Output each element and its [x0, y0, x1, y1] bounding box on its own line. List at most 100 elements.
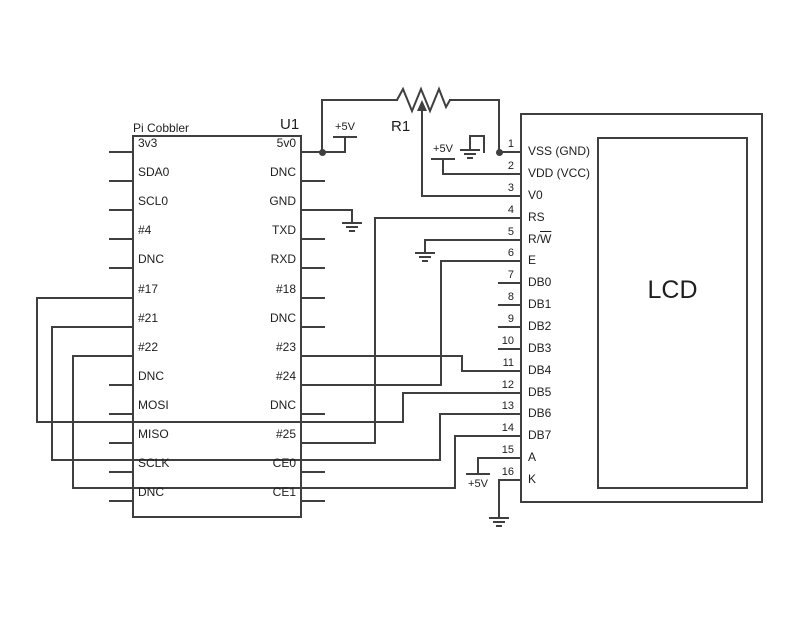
- lcd-pin-number-11: 11: [502, 357, 514, 369]
- wire-segment: [469, 135, 471, 150]
- wire-segment: [374, 217, 521, 219]
- ground-symbol-bar: [489, 517, 509, 519]
- u1-pin-label-3v3: 3v3: [138, 136, 158, 150]
- wire-segment: [36, 297, 38, 423]
- wire-segment: [109, 384, 133, 386]
- lcd-pin-number-4: 4: [507, 204, 514, 216]
- wire-segment: [454, 435, 521, 437]
- u1-pin-label-gpio18: #18: [275, 282, 296, 296]
- lcd-outer-box: [520, 113, 763, 503]
- lcd-pin-number-13: 13: [501, 400, 514, 412]
- lcd-pin-number-3: 3: [507, 182, 514, 194]
- u1-pin-label-sda0: SDA0: [138, 165, 170, 179]
- u1-designator: U1: [280, 116, 300, 133]
- wire-segment: [461, 355, 463, 372]
- wire-segment: [351, 209, 353, 223]
- wire-segment: [301, 384, 442, 386]
- lcd-pin-number-7: 7: [507, 269, 514, 281]
- wire-segment: [72, 355, 74, 489]
- wire-segment: [109, 151, 133, 153]
- wire-segment: [374, 217, 376, 444]
- wire-segment: [109, 180, 133, 182]
- wire-segment: [454, 435, 456, 489]
- wire-segment: [36, 297, 133, 299]
- wire-segment: [301, 442, 376, 444]
- ground-symbol-bar: [496, 525, 502, 527]
- power-5v-label: +5V: [335, 121, 355, 133]
- potentiometer-wiper-arrow-icon: [417, 100, 427, 111]
- wire-segment: [421, 195, 521, 197]
- ground-symbol-bar: [349, 230, 355, 232]
- wire-segment: [301, 267, 325, 269]
- wire-segment: [469, 135, 485, 137]
- lcd-pin-number-12: 12: [501, 379, 514, 391]
- power-5v-bar: [431, 158, 455, 160]
- wire-segment: [51, 326, 133, 328]
- wire-segment: [109, 209, 133, 211]
- wire-segment: [461, 370, 521, 372]
- wire-segment: [402, 392, 521, 394]
- lcd-pin-name-e: E: [528, 253, 537, 267]
- wire-segment: [51, 459, 441, 461]
- u1-pin-label-gpio24: #24: [275, 369, 296, 383]
- u1-pin-label-gpio25: #25: [275, 427, 296, 441]
- u1-pin-label-dnc: DNC: [270, 165, 296, 179]
- wire-segment: [321, 99, 398, 101]
- lcd-pin-number-9: 9: [507, 313, 514, 325]
- power-5v-bar: [333, 136, 357, 138]
- power-5v-bar: [466, 473, 490, 475]
- wire-segment: [301, 355, 463, 357]
- u1-pin-label-gpio23: #23: [275, 340, 296, 354]
- lcd-pin-number-5: 5: [507, 226, 514, 238]
- lcd-pin-number-14: 14: [501, 422, 514, 434]
- lcd-pin-name-vss-gnd-: VSS (GND): [528, 144, 591, 158]
- lcd-pin-number-8: 8: [507, 291, 514, 303]
- u1-pin-label-dnc: DNC: [138, 252, 164, 266]
- wire-segment: [424, 239, 521, 241]
- wire-segment: [72, 487, 456, 489]
- wire-segment: [51, 326, 53, 461]
- lcd-pin-number-2: 2: [507, 160, 514, 172]
- u1-pin-label-dnc: DNC: [270, 398, 296, 412]
- lcd-pin-name-v0: V0: [528, 188, 543, 202]
- wire-segment: [321, 99, 323, 153]
- lcd-pin-name-db6: DB6: [528, 406, 552, 420]
- lcd-pin-number-15: 15: [501, 444, 514, 456]
- lcd-pin-name-a: A: [528, 450, 537, 464]
- wire-segment: [301, 413, 325, 415]
- ground-symbol-bar: [493, 521, 505, 523]
- wire-segment: [402, 392, 404, 423]
- lcd-pin-name-k: K: [528, 472, 537, 486]
- u1-pin-label-gpio22: #22: [138, 340, 159, 354]
- wire-segment: [483, 135, 485, 153]
- lcd-pin-number-1: 1: [507, 138, 514, 150]
- ground-symbol-bar: [346, 226, 358, 228]
- wire-segment: [440, 260, 521, 262]
- ground-symbol-bar: [419, 256, 431, 258]
- u1-pin-label-gpio4: #4: [138, 223, 152, 237]
- u1-pin-label-gpio21: #21: [138, 311, 159, 325]
- wire-segment: [72, 355, 133, 357]
- wire-segment: [498, 282, 521, 284]
- wire-segment: [498, 99, 500, 153]
- wire-segment: [498, 348, 521, 350]
- wire-segment: [498, 151, 521, 153]
- u1-pin-label-rxd: RXD: [270, 252, 296, 266]
- wire-segment: [498, 479, 521, 481]
- u1-pin-label-dnc: DNC: [270, 311, 296, 325]
- power-5v-label: +5V: [468, 478, 488, 490]
- ground-symbol-bar: [467, 157, 473, 159]
- u1-pin-label-dnc: DNC: [138, 369, 164, 383]
- lcd-pin-name-rs: RS: [528, 210, 545, 224]
- u1-pin-label-gpio17: #17: [138, 282, 159, 296]
- wire-segment: [301, 180, 325, 182]
- wire-segment: [109, 413, 133, 415]
- u1-pin-label-txd: TXD: [272, 223, 296, 237]
- power-5v-label: +5V: [433, 143, 453, 155]
- junction-dot: [496, 149, 503, 156]
- wire-segment: [498, 326, 521, 328]
- lcd-pin-name-db5: DB5: [528, 385, 552, 399]
- u1-pin-label-5v0: 5v0: [276, 136, 296, 150]
- u1-pin-label-dnc: DNC: [138, 485, 164, 499]
